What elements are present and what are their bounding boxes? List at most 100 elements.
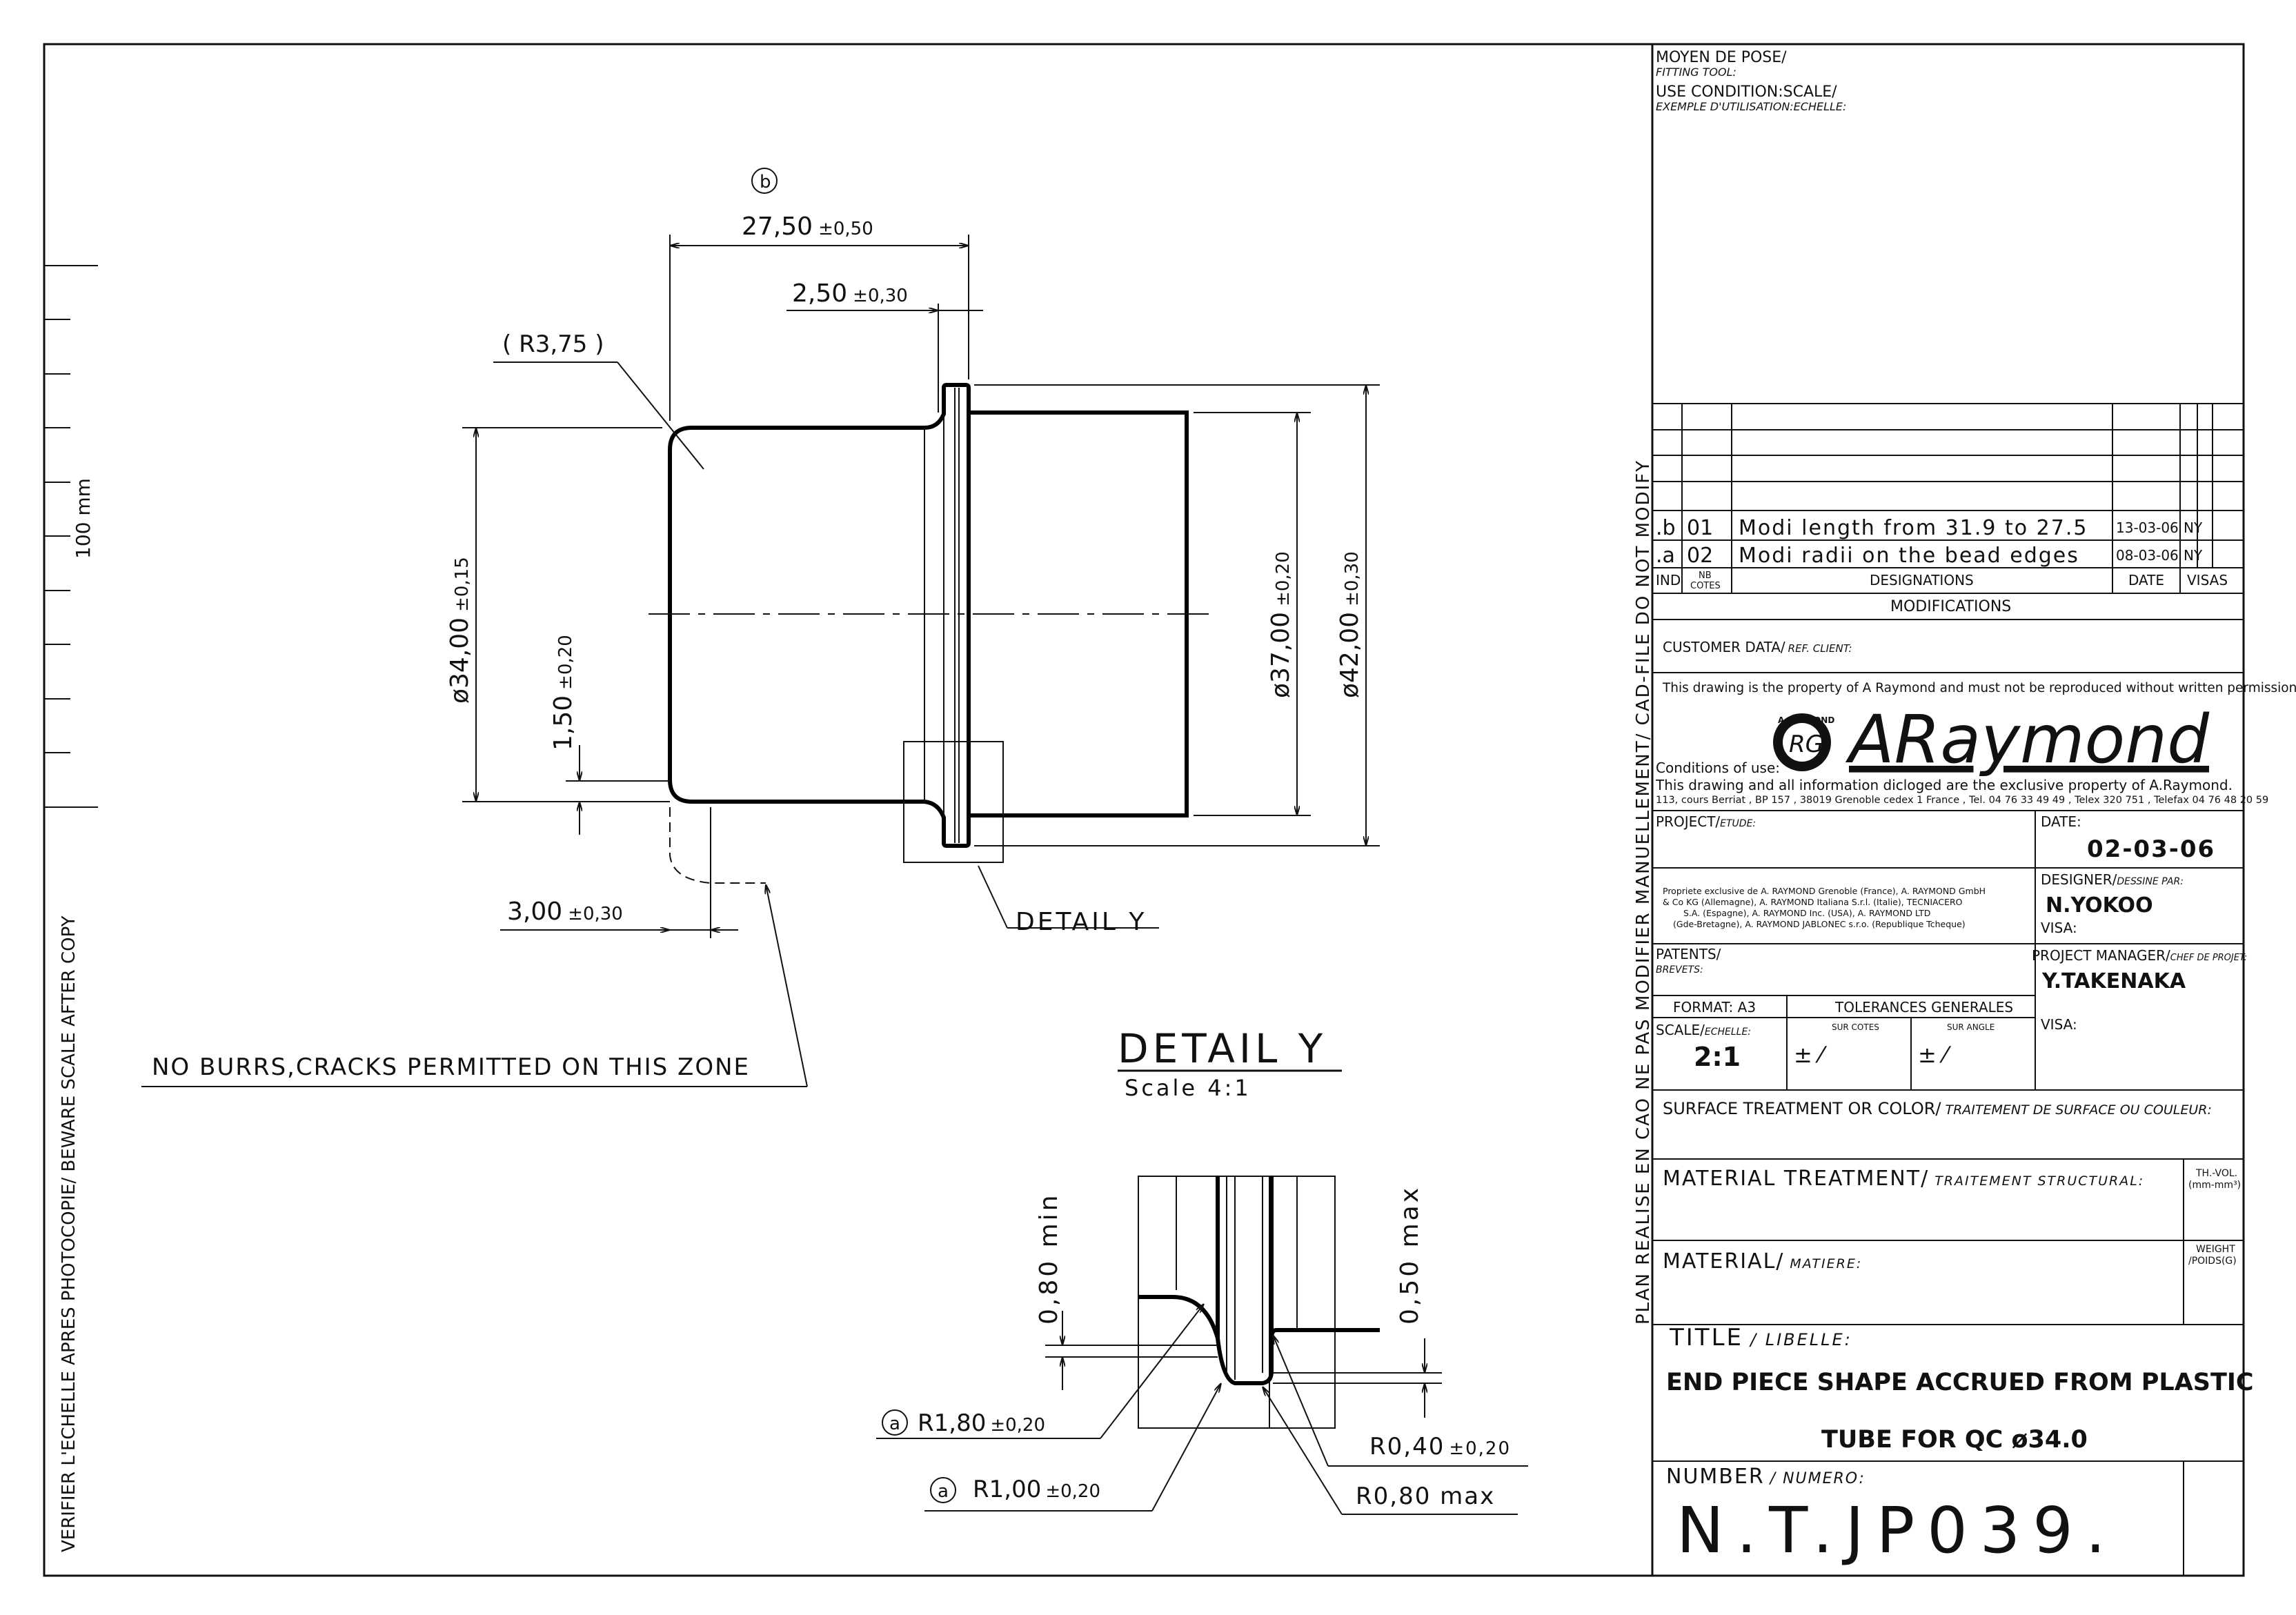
dim-zone-value: 3,00±0,30 [507, 898, 623, 926]
logo-mono: RG [1789, 731, 1823, 758]
detail-y-callout: DETAIL Y [1016, 908, 1147, 936]
rev-head-date: DATE [2128, 572, 2164, 588]
tb-sur-cotes: SUR COTES [1832, 1022, 1879, 1032]
rev-head-cotes: COTES [1690, 581, 1721, 591]
tb-visa: VISA: [2041, 1016, 2077, 1033]
r100-leader [924, 1383, 1221, 1512]
rev-head-visa: VISAS [2187, 572, 2228, 588]
radius-leader [493, 361, 704, 470]
tb-patents: PATENTS/ [1656, 946, 1721, 962]
dim-zone [500, 807, 766, 938]
tb-modifications: MODIFICATIONS [1890, 598, 2011, 615]
tb-scale-label: SCALE/ECHELLE: [1656, 1022, 1751, 1038]
tb-patents-fr: BREVETS: [1656, 964, 1703, 975]
dim-length [669, 235, 969, 421]
tb-info-note: This drawing and all information dicloge… [1655, 777, 2233, 793]
r180-value: R1,80±0,20 [918, 1409, 1045, 1437]
tb-pm: Y.TAKENAKA [2041, 969, 2186, 993]
revision-row: .a 02 Modi radii on the bead edges 08-03… [1656, 544, 2203, 568]
rev-ind: .a [1656, 544, 1675, 568]
tb-ownership-line: (Gde-Bretagne), A. RAYMOND JABLONEC s.r.… [1673, 919, 1966, 929]
r040-value: R0,40±0,20 [1369, 1433, 1511, 1460]
tb-number-label: NUMBER/ NUMERO: [1666, 1465, 1866, 1489]
tb-tol-cotes: ± ⁄ [1794, 1042, 1828, 1068]
tb-material: MATERIAL/MATIERE: [1663, 1249, 1862, 1274]
rev-nb: 01 [1687, 516, 1713, 540]
rev-ind: .b [1656, 516, 1676, 540]
tb-designer-label: DESIGNER/DESSINE PAR: [2041, 871, 2184, 888]
dim-max [1273, 1338, 1442, 1418]
detail-title: DETAIL Y [1118, 1025, 1327, 1072]
tb-ownership-line: & Co KG (Allemagne), A. RAYMOND Italiana… [1663, 897, 1963, 907]
tb-designer: N.YOKOO [2046, 893, 2153, 918]
title-block: PLAN REALISE EN CAO NE PAS MODIFIER MANU… [1633, 44, 2296, 1576]
tb-weight: WEIGHT [2196, 1244, 2235, 1255]
dim-bead [786, 304, 983, 413]
detail-geometry [1138, 1176, 1380, 1429]
part-inner-lines [924, 388, 960, 843]
revision-grid [1652, 403, 2244, 620]
tb-tol-angle: ± ⁄ [1918, 1042, 1952, 1068]
balloon-a2 [930, 1477, 956, 1503]
r080-leader [1263, 1387, 1518, 1515]
detail-scale: Scale 4:1 [1125, 1075, 1251, 1101]
tb-visa: VISA: [2041, 920, 2077, 936]
tb-date-label: DATE: [2041, 813, 2081, 830]
revision-header: IND NB COTES DESIGNATIONS DATE VISAS [1656, 571, 2228, 591]
tb-ownership-line: Propriete exclusive de A. RAYMOND Grenob… [1663, 886, 1986, 896]
scale-ruler [44, 265, 98, 808]
tb-project: PROJECT/ETUDE: [1656, 813, 1756, 830]
zone-note-leader [141, 884, 808, 1087]
tb-title-label: TITLE/ LIBELLE: [1669, 1324, 1852, 1351]
left-vertical-note: VERIFIER L'ECHELLE APRES PHOTOCOPIE/ BEW… [59, 915, 79, 1552]
dim-min-value: 0,80 min [1035, 1193, 1063, 1325]
dim-d37 [1194, 412, 1311, 816]
araymond-logo: A.RAYMOND RG ARaymond [1773, 701, 2210, 778]
dim-d34-value: ø34,00±0,15 [446, 557, 474, 704]
tb-fitting-tool: MOYEN DE POSE/ [1656, 49, 1787, 66]
tb-format: FORMAT: A3 [1673, 999, 1756, 1015]
balloon-a1-label: a [889, 1414, 900, 1434]
dim-max-value: 0,50 max [1396, 1185, 1424, 1325]
rev-head-ind: IND [1656, 572, 1681, 588]
tb-date-value: 02-03-06 [2087, 835, 2215, 863]
balloon-a2-label: a [938, 1481, 949, 1502]
main-view: DETAIL Y b 27,50±0,50 2,50±0,30 ( R3,75 … [141, 168, 1380, 1087]
dim-length-value: 27,50±0,50 [742, 212, 873, 241]
tb-th-vol: TH.-VOL. [2195, 1168, 2237, 1179]
logo-wordmark: ARaymond [1845, 701, 2210, 778]
rev-visa: NY [2184, 519, 2203, 536]
dim-wall [566, 745, 670, 835]
tb-pm-label: PROJECT MANAGER/CHEF DE PROJET: [2032, 947, 2247, 964]
scale-ruler-label: 100 mm [72, 478, 95, 559]
r100-value: R1,00±0,20 [973, 1476, 1100, 1503]
logo-ring-text: A.RAYMOND [1778, 715, 1834, 725]
tb-surface: SURFACE TREATMENT OR COLOR/TRAITEMENT DE… [1663, 1099, 2212, 1118]
tb-weight-fr: /POIDS(G) [2188, 1256, 2237, 1267]
tb-scale-value: 2:1 [1694, 1042, 1741, 1072]
balloon-b [751, 168, 778, 194]
rev-head-designation: DESIGNATIONS [1870, 572, 1974, 588]
rev-nb: 02 [1687, 544, 1713, 568]
rev-designation: Modi radii on the bead edges [1739, 544, 2079, 568]
tb-ownership-line: S.A. (Espagne), A. RAYMOND Inc. (USA), A… [1683, 908, 1930, 918]
balloon-b-label: b [760, 172, 771, 192]
rev-visa: NY [2184, 547, 2203, 564]
tb-conditions: Conditions of use: [1656, 760, 1780, 776]
part-outline [668, 383, 1189, 848]
rev-head-nb: NB [1699, 571, 1712, 581]
dim-d42-value: ø42,00±0,30 [1336, 551, 1364, 698]
dim-d42 [974, 384, 1380, 846]
tb-address: 113, cours Berriat , BP 157 , 38019 Gren… [1656, 795, 2268, 806]
rev-date: 13-03-06 [2116, 519, 2179, 536]
tb-vertical-note: PLAN REALISE EN CAO NE PAS MODIFIER MANU… [1633, 459, 1654, 1325]
tb-number-value: N.T.JP039. [1676, 1494, 2118, 1567]
tb-material-treatment: MATERIAL TREATMENT/TRAITEMENT STRUCTURAL… [1663, 1167, 2144, 1191]
detail-view: DETAIL Y Scale 4:1 0,80 min 0,50 ma [876, 1025, 1528, 1515]
tb-title-line1: END PIECE SHAPE ACCRUED FROM PLASTIC [1666, 1369, 2254, 1396]
radius-note: ( R3,75 ) [502, 330, 604, 358]
tb-sur-angle: SUR ANGLE [1947, 1022, 1995, 1032]
tb-tolerances: TOLERANCES GENERALES [1834, 999, 2013, 1015]
r080-value: R0,80 max [1356, 1483, 1495, 1510]
tb-property-note: This drawing is the property of A Raymon… [1662, 681, 2296, 695]
